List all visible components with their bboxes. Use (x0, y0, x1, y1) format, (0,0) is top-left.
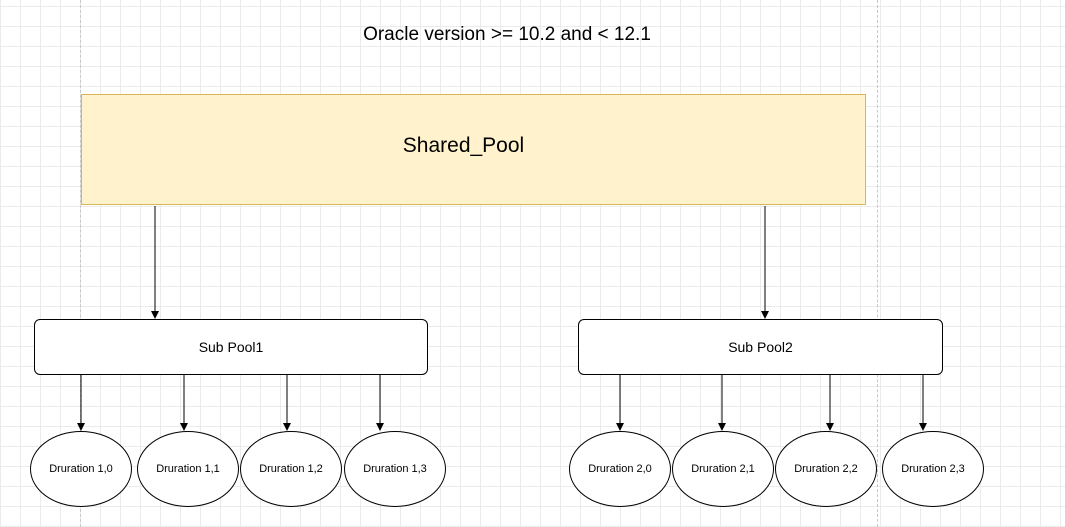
shared-pool-label: Shared_Pool (402, 133, 525, 157)
duration-1-3-label: Druration 1,3 (363, 463, 427, 475)
diagram-title: Oracle version >= 10.2 and < 12.1 (363, 24, 651, 45)
duration-1-1-label: Druration 1,1 (156, 463, 220, 475)
duration-2-1-node[interactable]: Druration 2,1 (672, 431, 774, 507)
sub-pool-2-node[interactable]: Sub Pool2 (578, 319, 943, 375)
duration-2-0-node[interactable]: Druration 2,0 (569, 431, 671, 507)
page-guide-right (877, 0, 878, 527)
page-guide-left (80, 0, 81, 527)
duration-1-3-node[interactable]: Druration 1,3 (344, 431, 446, 507)
duration-1-2-node[interactable]: Druration 1,2 (240, 431, 342, 507)
duration-2-2-label: Druration 2,2 (794, 463, 858, 475)
shared-pool-node[interactable]: Shared_Pool (81, 94, 866, 205)
duration-2-3-label: Druration 2,3 (901, 463, 965, 475)
duration-2-3-node[interactable]: Druration 2,3 (882, 431, 984, 507)
duration-2-2-node[interactable]: Druration 2,2 (775, 431, 877, 507)
duration-1-1-node[interactable]: Druration 1,1 (137, 431, 239, 507)
duration-2-0-label: Druration 2,0 (588, 463, 652, 475)
duration-2-1-label: Druration 2,1 (691, 463, 755, 475)
sub-pool-1-node[interactable]: Sub Pool1 (34, 319, 428, 375)
sub-pool-2-label: Sub Pool2 (728, 339, 793, 355)
duration-1-2-label: Druration 1,2 (259, 463, 323, 475)
duration-1-0-label: Druration 1,0 (49, 463, 113, 475)
sub-pool-1-label: Sub Pool1 (198, 339, 264, 355)
duration-1-0-node[interactable]: Druration 1,0 (30, 431, 132, 507)
